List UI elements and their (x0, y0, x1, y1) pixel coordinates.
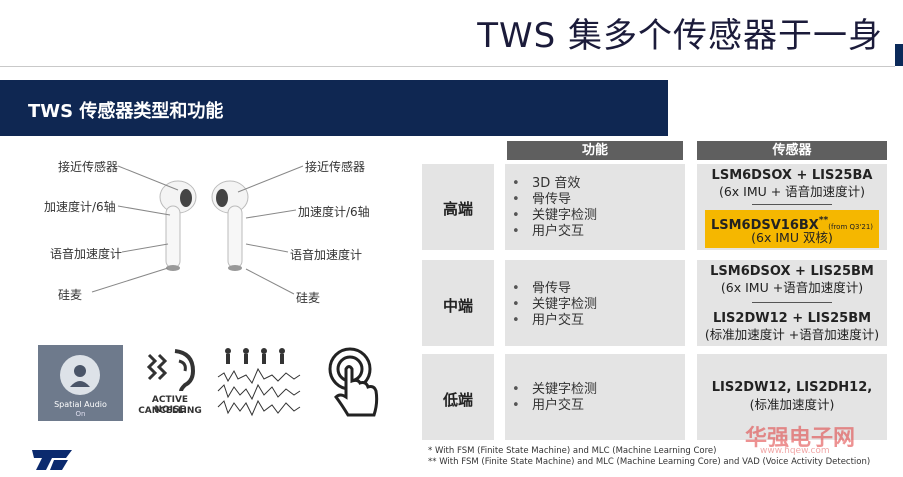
ear-noise-icon (146, 349, 196, 392)
page-title: TWS 集多个传感器于一身 (477, 16, 883, 56)
watermark-text: 华强电子网 (745, 426, 856, 451)
sensor-divider (752, 302, 832, 303)
sensor-mid-1-name: LSM6DSOX + LIS25BM (710, 264, 874, 279)
footnote-1: * With FSM (Finite State Machine) and ML… (428, 446, 717, 456)
feature-item: 用户交互 (510, 224, 597, 240)
tier-box-low (422, 354, 494, 440)
sensor-high-1-name: LSM6DSOX + LIS25BA (711, 168, 873, 183)
spatial-audio-tile: Spatial Audio On (38, 345, 123, 421)
touch-gesture-icon (328, 347, 379, 417)
sensor-low-1-name: LIS2DW12, LIS2DH12, (711, 380, 873, 395)
sensor-high-1-desc: (6x IMU + 语音加速度计) (718, 184, 866, 199)
section-banner (0, 80, 668, 136)
sensor-mid-1-desc: (6x IMU +语音加速度计) (720, 280, 864, 295)
watermark-url: www.hqew.com (760, 446, 830, 456)
anc-tile: ACTIVE NOISE CANCELLING (135, 345, 205, 421)
tier-label-high: 高端 (442, 200, 473, 218)
sensor-box-low (697, 354, 887, 440)
spatial-audio-sub: On (75, 410, 86, 418)
footnote-2: ** With FSM (Finite State Machine) and M… (428, 457, 871, 467)
banner-title: TWS 传感器类型和功能 (28, 101, 224, 122)
sensor-high-2-desc: (6x IMU 双核) (751, 230, 833, 245)
feature-item: 关键字检测 (510, 208, 597, 224)
leader-lines (91, 165, 304, 295)
sensor-low-1-desc: (标准加速度计) (749, 397, 835, 412)
feature-item: 用户交互 (510, 398, 597, 414)
feature-item: 关键字检测 (510, 382, 597, 398)
st-logo-icon (32, 450, 72, 470)
feature-item: 3D 音效 (510, 176, 597, 192)
feature-item: 骨传导 (510, 281, 597, 297)
sensor-mid-2-desc: (标准加速度计 +语音加速度计) (704, 327, 880, 342)
spatial-audio-label: Spatial Audio (54, 400, 107, 409)
left-label-mic: 硅麦 (58, 288, 83, 302)
sensor-high-2-mark: ** (818, 215, 829, 226)
sensor-divider (752, 204, 832, 205)
feature-item: 关键字检测 (510, 297, 597, 313)
tier-label-mid: 中端 (442, 297, 473, 315)
title-divider (0, 66, 895, 67)
left-label-accel: 加速度计/6轴 (44, 200, 116, 214)
anc-line1: ACTIVE NOISE (151, 395, 189, 415)
feature-list-mid: 骨传导 关键字检测 用户交互 (510, 281, 597, 329)
tier-box-high (422, 164, 494, 250)
sensor-high-2-note: (from Q3'21) (828, 223, 874, 231)
earbuds-illustration (159, 180, 249, 271)
sensor-mid-2-name: LIS2DW12 + LIS25BM (712, 311, 872, 326)
right-label-proximity: 接近传感器 (305, 160, 366, 174)
right-label-accel: 加速度计/6轴 (298, 205, 370, 219)
feature-item: 用户交互 (510, 313, 597, 329)
tier-box-mid (422, 260, 494, 346)
feature-list-low: 关键字检测 用户交互 (510, 382, 597, 414)
sensor-high-2-highlight (705, 210, 879, 248)
feature-list-high: 3D 音效 骨传导 关键字检测 用户交互 (510, 176, 597, 240)
left-earbud-icon (159, 180, 197, 271)
activity-waveform-icon (217, 348, 301, 417)
anc-line2: CANCELLING (138, 406, 202, 416)
title-accent-bar (895, 44, 903, 66)
feature-item: 骨传导 (510, 192, 597, 208)
left-label-voice: 语音加速度计 (50, 247, 123, 261)
sensor-box-mid (697, 260, 887, 346)
sensor-high-2-name: LSM6DSV16BX (710, 218, 819, 233)
right-label-voice: 语音加速度计 (290, 248, 363, 262)
header-function: 功能 (507, 141, 683, 160)
tier-label-low: 低端 (442, 391, 473, 409)
header-sensor: 传感器 (697, 141, 887, 160)
left-label-proximity: 接近传感器 (58, 160, 119, 174)
right-earbud-icon (211, 180, 249, 271)
right-label-mic: 硅麦 (296, 291, 321, 305)
sensor-high-2-line: LSM6DSV16BX**(from Q3'21) (705, 214, 879, 234)
spatial-audio-icon (60, 355, 100, 395)
